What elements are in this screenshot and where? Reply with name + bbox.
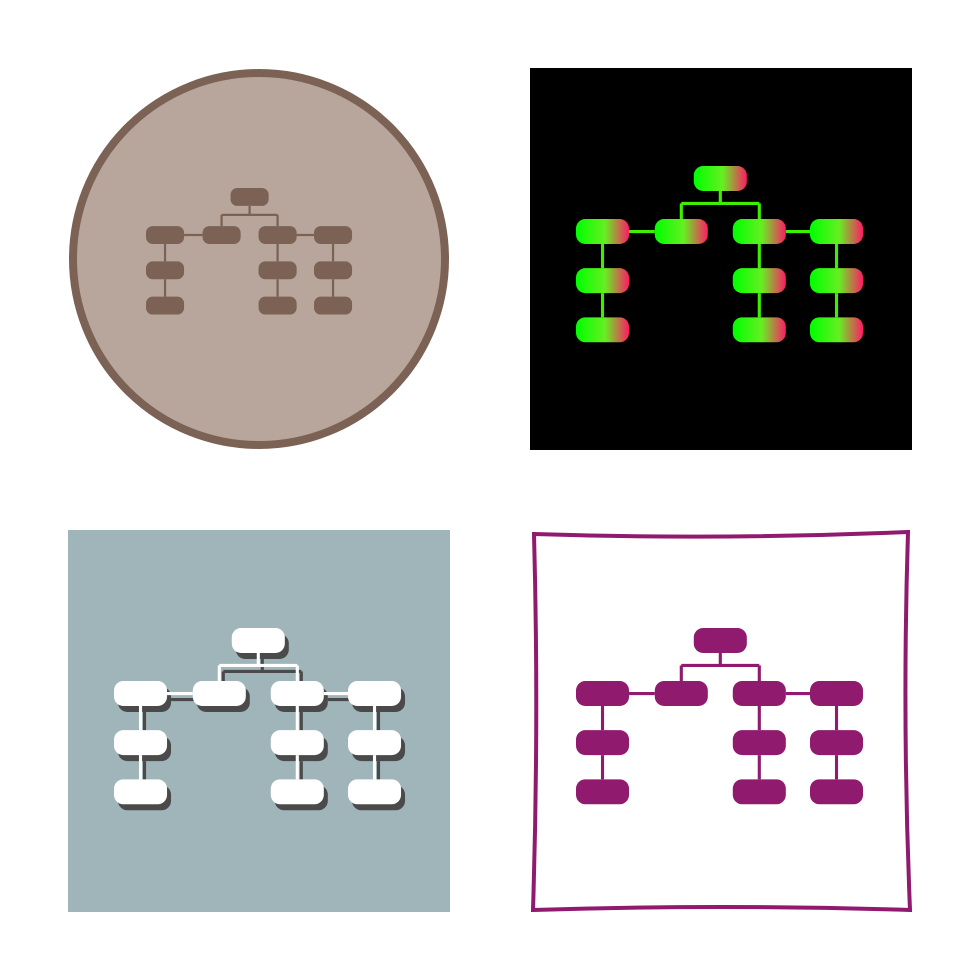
hierarchy-node-root bbox=[230, 188, 269, 206]
icon-tile-gradient bbox=[530, 68, 912, 450]
hierarchy-node-c3-b bbox=[732, 317, 786, 343]
sketch-frame-border bbox=[530, 530, 912, 912]
hierarchy-node-c4-a bbox=[314, 261, 353, 280]
square-background bbox=[68, 530, 450, 912]
hierarchy-node-c1-b bbox=[576, 317, 630, 343]
hierarchy-node-c3-a bbox=[258, 261, 297, 280]
hierarchy-node-c4-b bbox=[810, 317, 864, 343]
hierarchy-node-c4-b bbox=[348, 779, 402, 805]
hierarchy-structure-icon bbox=[530, 530, 912, 912]
hierarchy-node-c1-a bbox=[576, 730, 630, 756]
hierarchy-node-c4-b bbox=[810, 779, 864, 805]
hierarchy-node-c1-b bbox=[146, 296, 185, 315]
icon-tile-circle bbox=[68, 68, 450, 450]
hierarchy-node-root bbox=[231, 628, 285, 653]
hierarchy-node-c1 bbox=[146, 226, 185, 244]
hierarchy-structure-icon bbox=[69, 69, 449, 449]
hierarchy-glyph bbox=[146, 188, 353, 315]
hierarchy-node-c2 bbox=[192, 681, 246, 706]
hierarchy-node-c3 bbox=[270, 681, 324, 706]
hierarchy-node-c4-a bbox=[348, 730, 402, 756]
hierarchy-node-c3-a bbox=[270, 730, 324, 756]
hierarchy-node-c4-a bbox=[810, 268, 864, 294]
square-background bbox=[530, 68, 912, 450]
hierarchy-node-c2 bbox=[654, 219, 708, 244]
hierarchy-glyph bbox=[576, 628, 864, 805]
icon-tile-flat-shadow bbox=[68, 530, 450, 912]
icon-tile-sketch bbox=[530, 530, 912, 912]
hierarchy-structure-icon bbox=[530, 68, 912, 450]
hierarchy-glyph bbox=[576, 166, 864, 343]
hierarchy-node-c4 bbox=[348, 681, 402, 706]
hierarchy-node-c2 bbox=[202, 226, 241, 244]
hierarchy-node-c4 bbox=[810, 219, 864, 244]
hierarchy-node-c4 bbox=[314, 226, 353, 244]
hierarchy-node-c1 bbox=[576, 219, 630, 244]
hierarchy-node-c3 bbox=[732, 681, 786, 706]
circle-background bbox=[69, 69, 449, 449]
hierarchy-structure-icon bbox=[68, 530, 450, 912]
hierarchy-node-c1 bbox=[114, 681, 168, 706]
hierarchy-node-c3-a bbox=[732, 730, 786, 756]
hierarchy-node-c3 bbox=[258, 226, 297, 244]
hierarchy-node-c3 bbox=[732, 219, 786, 244]
hierarchy-node-c1-b bbox=[576, 779, 630, 805]
hierarchy-node-c3-b bbox=[258, 296, 297, 315]
hierarchy-node-c3-a bbox=[732, 268, 786, 294]
hierarchy-node-root bbox=[693, 628, 747, 653]
hierarchy-node-c4 bbox=[810, 681, 864, 706]
hierarchy-node-c4-a bbox=[810, 730, 864, 756]
hierarchy-node-root bbox=[693, 166, 747, 191]
hierarchy-node-c2 bbox=[654, 681, 708, 706]
hierarchy-node-c1-a bbox=[114, 730, 168, 756]
hierarchy-node-c1 bbox=[576, 681, 630, 706]
hierarchy-node-c3-b bbox=[732, 779, 786, 805]
hierarchy-node-c1-b bbox=[114, 779, 168, 805]
hierarchy-glyph bbox=[114, 628, 402, 805]
hierarchy-node-c4-b bbox=[314, 296, 353, 315]
hierarchy-node-c3-b bbox=[270, 779, 324, 805]
hierarchy-node-c1-a bbox=[576, 268, 630, 294]
hierarchy-node-c1-a bbox=[146, 261, 185, 280]
